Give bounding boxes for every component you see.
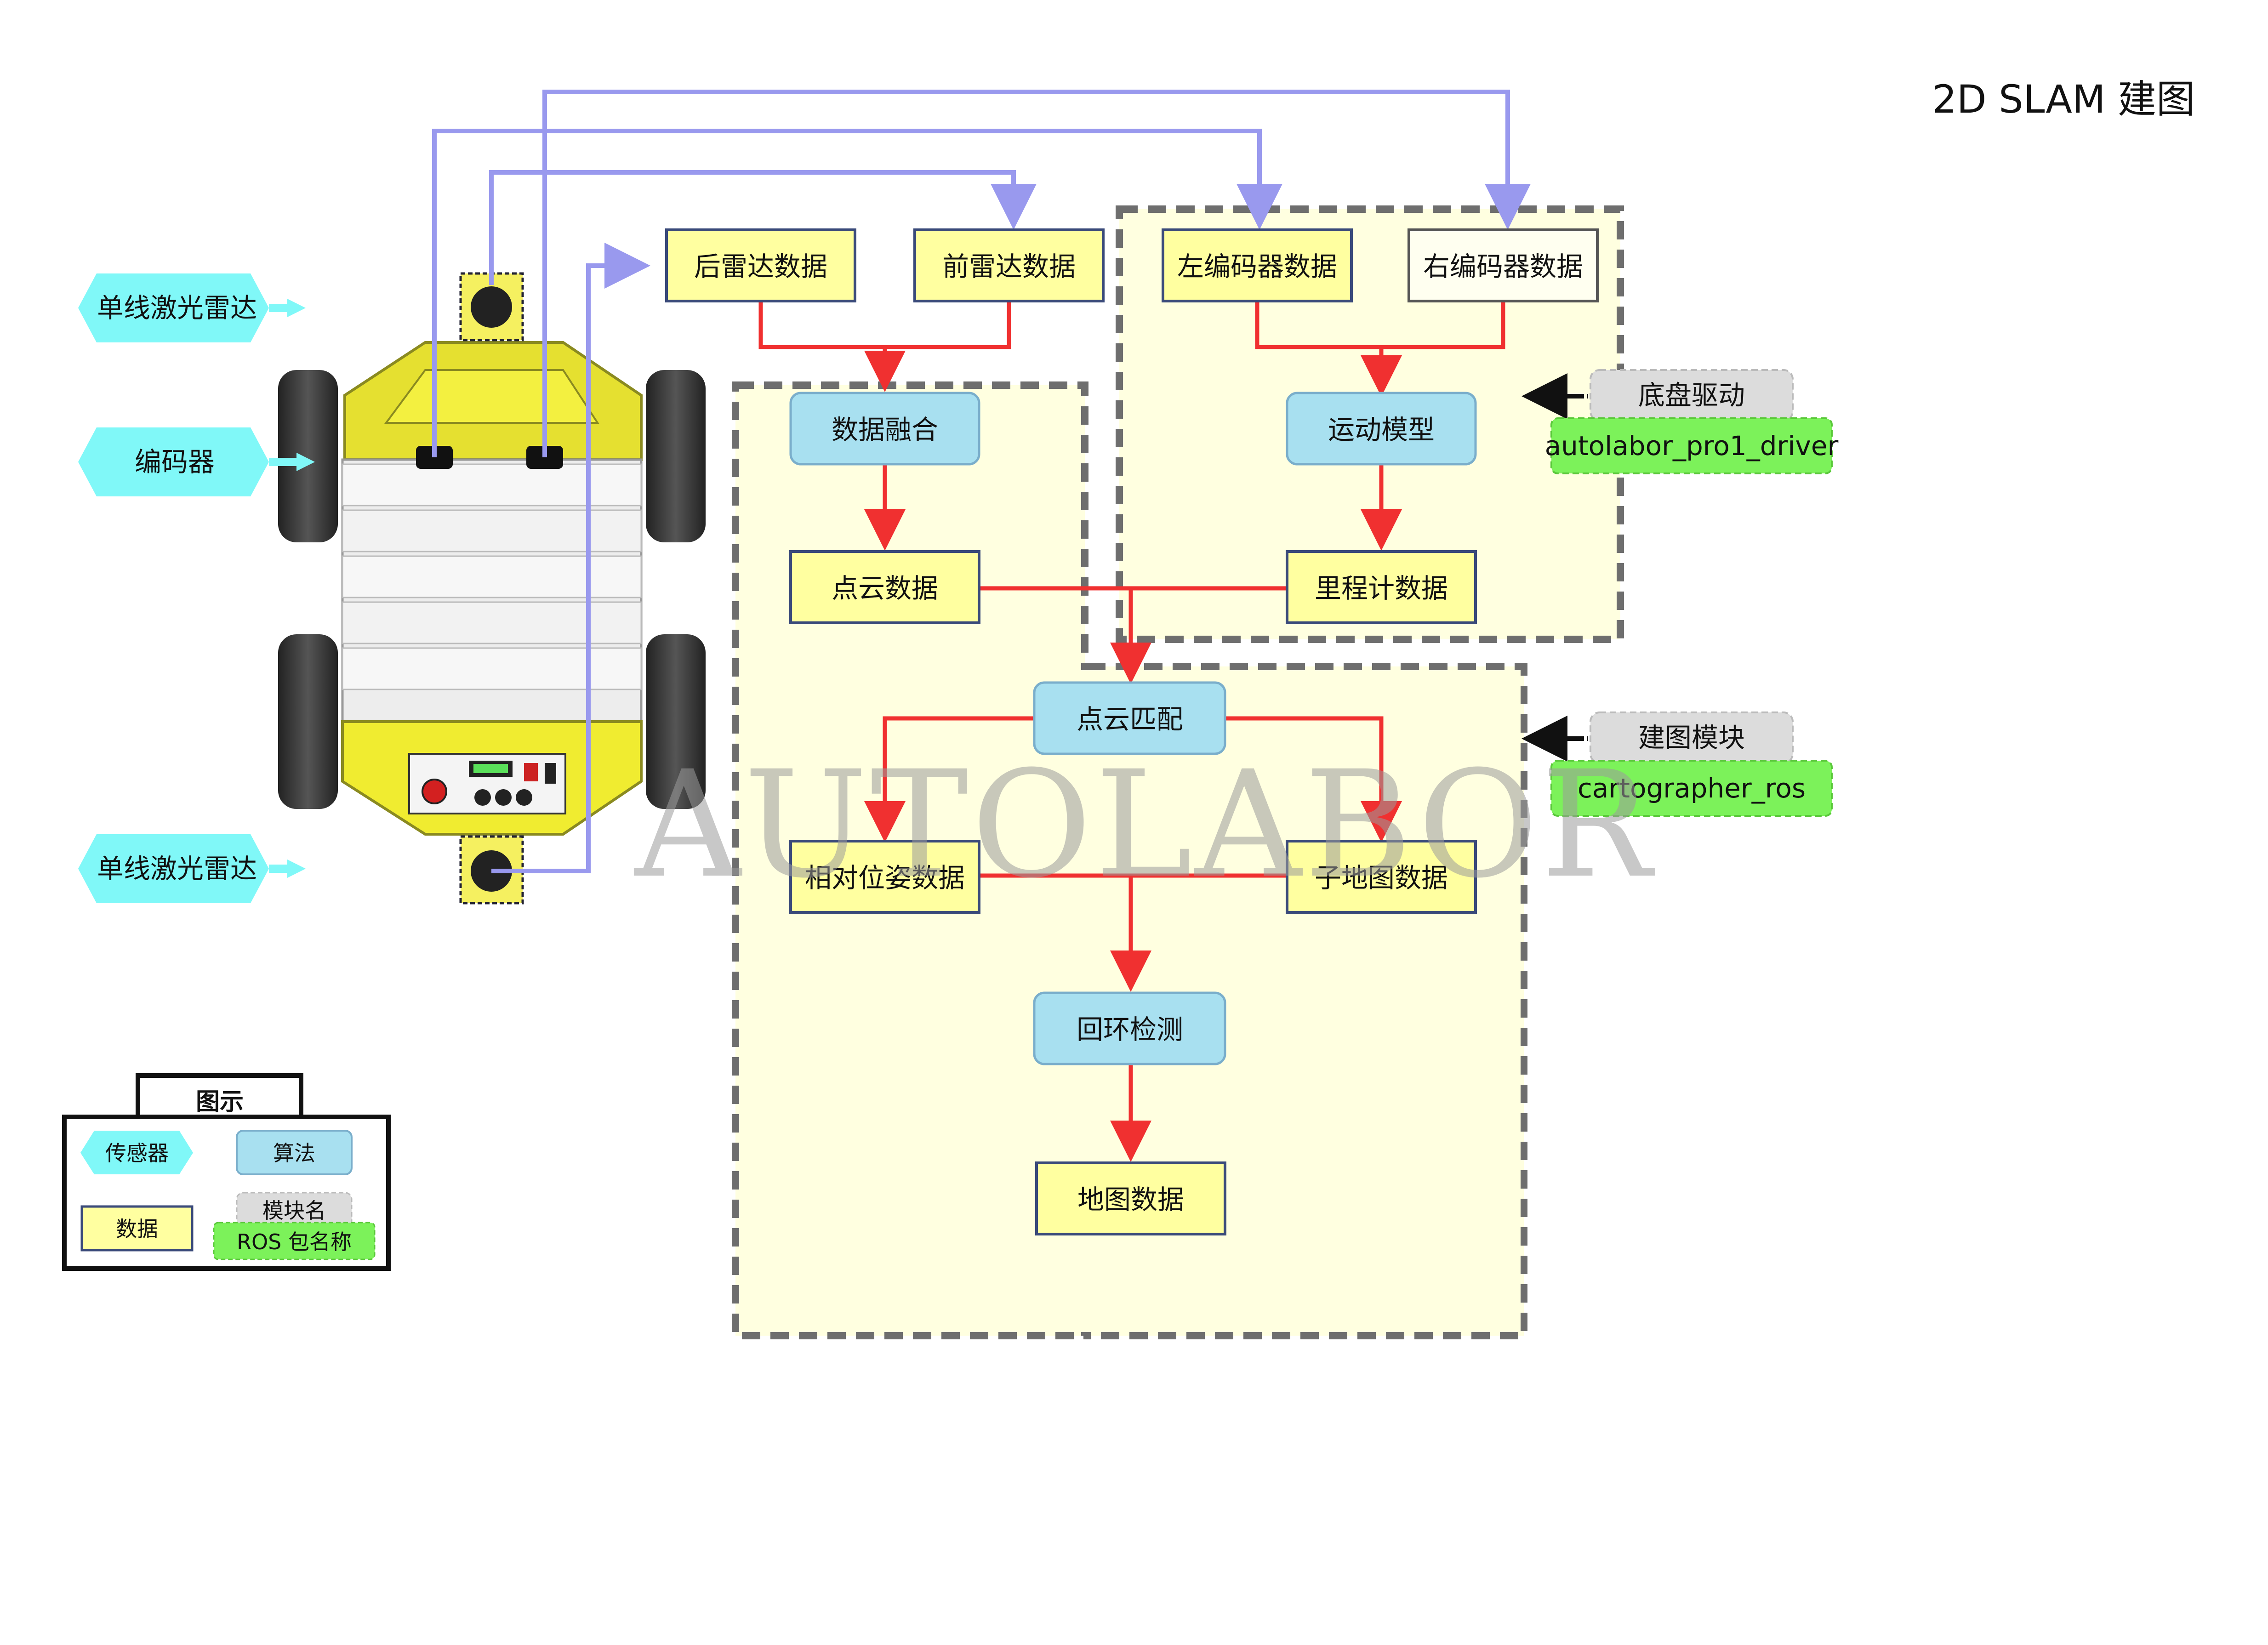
svg-text:里程计数据: 里程计数据 [1315, 573, 1448, 604]
link-right-encoder [542, 90, 1531, 457]
svg-text:运动模型: 运动模型 [1328, 414, 1435, 445]
module-chassis: 底盘驱动 autolabor_pro1_driver [1521, 369, 1839, 474]
link-rear-lidar [491, 243, 650, 873]
data-box-right-encoder: 右编码器数据 [1408, 228, 1599, 302]
arrow-to-submap [1225, 716, 1402, 842]
data-box-point-cloud: 点云数据 [789, 550, 980, 624]
svg-text:前雷达数据: 前雷达数据 [942, 251, 1076, 282]
wheel-rear-left [278, 634, 338, 809]
svg-text:数据: 数据 [116, 1217, 158, 1241]
svg-text:模块名: 模块名 [262, 1198, 326, 1223]
svg-text:传感器: 传感器 [105, 1141, 169, 1166]
svg-text:右编码器数据: 右编码器数据 [1423, 251, 1583, 282]
svg-text:数据融合: 数据融合 [832, 414, 938, 445]
legend-algorithm: 算法 [236, 1130, 353, 1175]
data-box-submap: 子地图数据 [1286, 840, 1477, 914]
svg-text:地图数据: 地图数据 [1077, 1184, 1184, 1215]
module-mapping-package: cartographer_ros [1578, 773, 1806, 804]
sensor-lidar-bottom-label: 单线激光雷达 [97, 853, 257, 884]
algo-box-loop-closure: 回环检测 [1033, 991, 1226, 1065]
link-front-lidar [489, 170, 1037, 285]
algo-box-scan-matching: 点云匹配 [1033, 681, 1226, 755]
svg-text:子地图数据: 子地图数据 [1315, 862, 1448, 894]
wheel-front-left [278, 370, 338, 542]
sensor-encoder-label: 编码器 [135, 446, 215, 478]
module-chassis-package: autolabor_pro1_driver [1545, 430, 1839, 461]
svg-text:算法: 算法 [273, 1141, 315, 1166]
data-box-front-lidar: 前雷达数据 [913, 228, 1105, 302]
wheel-front-right [646, 370, 706, 542]
svg-text:点云匹配: 点云匹配 [1077, 704, 1183, 735]
front-lidar-sensor [471, 286, 512, 328]
svg-text:点云数据: 点云数据 [832, 573, 938, 604]
sensor-lidar-bottom: 单线激光雷达 [78, 834, 306, 903]
svg-text:回环检测: 回环检测 [1077, 1014, 1183, 1045]
robot-chassis [278, 272, 706, 905]
diagram-title: 2D SLAM 建图 [1932, 77, 2195, 122]
svg-text:左编码器数据: 左编码器数据 [1177, 251, 1337, 282]
data-box-left-encoder: 左编码器数据 [1162, 228, 1353, 302]
legend-sensor: 传感器 [80, 1131, 193, 1174]
module-mapping-name: 建图模块 [1638, 722, 1745, 753]
merge-lidars [758, 301, 1011, 349]
data-box-odometry: 里程计数据 [1286, 550, 1477, 624]
legend-title: 图示 [196, 1088, 244, 1116]
arrow-to-relpose [864, 716, 1034, 842]
module-chassis-name: 底盘驱动 [1638, 380, 1745, 411]
wheel-rear-right [646, 634, 706, 809]
legend: 图示 传感器 算法 数据 模块名 ROS 包名称 [62, 1073, 391, 1271]
legend-data: 数据 [80, 1205, 194, 1252]
sensor-encoder: 编码器 [78, 427, 315, 496]
svg-text:后雷达数据: 后雷达数据 [694, 251, 827, 282]
svg-text:ROS 包名称: ROS 包名称 [237, 1229, 352, 1254]
data-box-rear-lidar: 后雷达数据 [665, 228, 856, 302]
sensor-lidar-top-label: 单线激光雷达 [97, 292, 257, 324]
data-box-map: 地图数据 [1035, 1161, 1226, 1235]
legend-module: 模块名 ROS 包名称 [213, 1192, 376, 1260]
watermark: AUTOLABOR [633, 740, 1656, 911]
svg-text:相对位姿数据: 相对位姿数据 [805, 862, 965, 894]
sensor-lidar-top: 单线激光雷达 [78, 273, 306, 342]
flow-arrows [758, 301, 1505, 1162]
sensor-links [432, 90, 1531, 873]
link-left-encoder [432, 129, 1282, 457]
algo-box-motion-model: 运动模型 [1286, 392, 1477, 466]
data-box-relative-pose: 相对位姿数据 [789, 840, 980, 914]
module-mapping: 建图模块 cartographer_ros [1521, 712, 1833, 817]
algo-box-data-fusion: 数据融合 [789, 392, 980, 466]
